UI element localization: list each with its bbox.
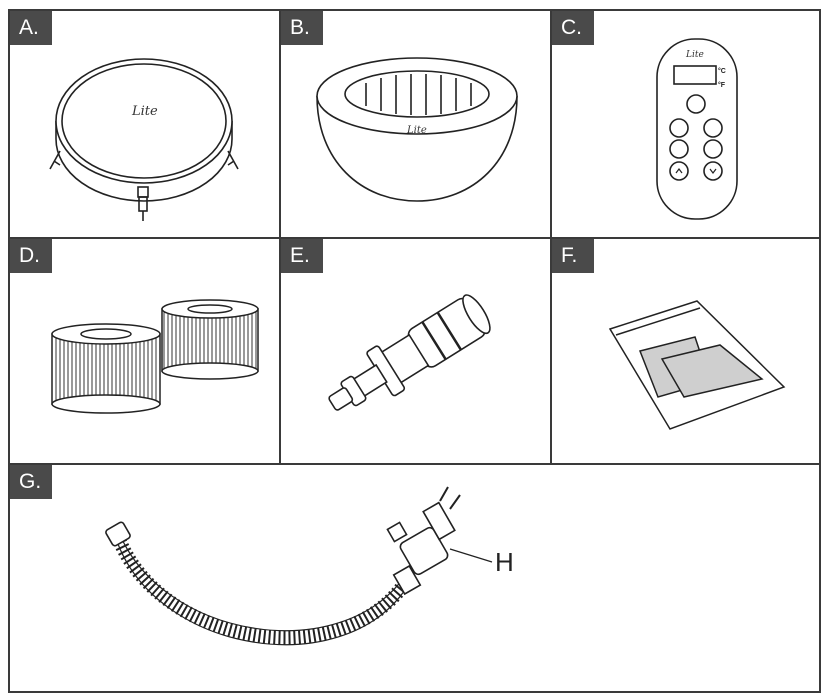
panel-f-label: F. <box>552 239 594 273</box>
filter-cartridges-illustration <box>51 299 259 414</box>
panel-c-label: C. <box>552 11 594 45</box>
panel-d: D. <box>10 239 281 465</box>
panel-a-label: A. <box>10 11 52 45</box>
panel-a: A. Lite <box>10 11 281 239</box>
panel-f: F. <box>552 239 819 465</box>
panel-g-label: G. <box>10 465 52 499</box>
callout-h: H <box>495 547 514 577</box>
panel-c: C. Lite °C °F <box>552 11 819 239</box>
connector-illustration <box>328 294 491 411</box>
repair-patches-illustration <box>608 300 786 430</box>
parts-diagram: A. Lite B. Lite C. <box>8 9 821 693</box>
spa-cover-illustration: Lite <box>49 58 239 221</box>
panel-g: G. H <box>10 465 819 691</box>
spa-cover-logo: Lite <box>131 104 158 119</box>
inflatable-spa-illustration: Lite <box>316 57 518 202</box>
panel-e-label: E. <box>281 239 323 273</box>
control-panel-logo: Lite <box>685 50 704 60</box>
panel-d-label: D. <box>10 239 52 273</box>
unit-fahrenheit: °F <box>718 81 726 89</box>
spa-logo: Lite <box>406 125 427 136</box>
unit-celsius: °C <box>718 67 726 75</box>
panel-b-label: B. <box>281 11 323 45</box>
panel-e: E. <box>281 239 552 465</box>
hose-assembly-illustration <box>105 486 493 646</box>
panel-b: B. Lite <box>281 11 552 239</box>
control-panel-illustration: Lite °C °F <box>656 38 738 220</box>
